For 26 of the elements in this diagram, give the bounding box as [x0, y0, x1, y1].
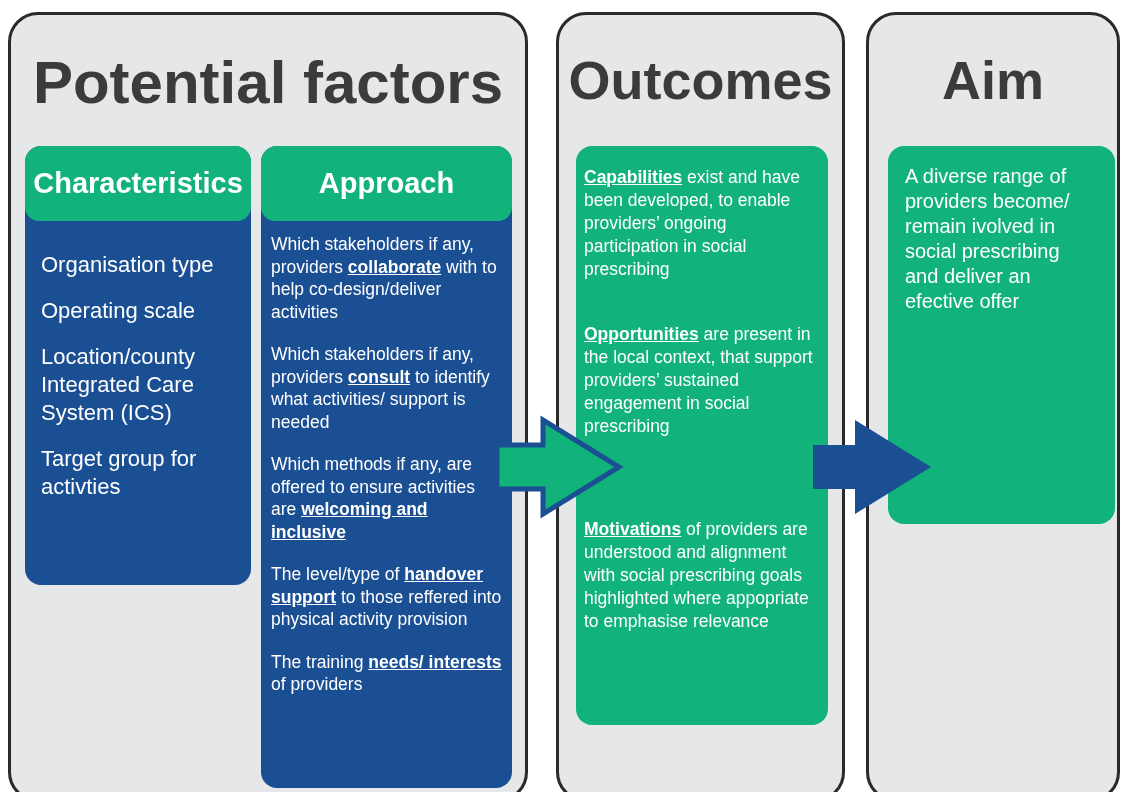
block-arrow [813, 420, 931, 514]
factor-text: Operating scale [41, 297, 197, 325]
factor-text: Which methods if any, are offered to ensure activities are welcoming and inclusive [271, 453, 476, 543]
card-header: Approach [261, 146, 512, 221]
outcome-text: A diverse range of providers become/ remain ivolved in social prescribing and deliver an efective offer [905, 164, 1071, 314]
factor-text: Which stakeholders if any, providers consult to identify what activities/ support is needed [271, 343, 491, 433]
factor-text: The training needs/ interests of providers [271, 650, 502, 696]
aim-box [888, 146, 1115, 524]
section-panel [556, 12, 845, 792]
card-header: Characteristics [25, 146, 251, 221]
section-panel [866, 12, 1120, 792]
factor-text: The level/type of handover support to those reffered into physical activity provision [271, 563, 502, 631]
factor-text: Which stakeholders if any, providers collaborate with to help co-design/deliver activities [271, 233, 498, 323]
outcome-text: Motivations of providers are understood and alignment with social prescribing goals highlighted where appopriate to emphasise relevance [584, 518, 810, 633]
panel-title: Aim [941, 53, 1045, 107]
factor-text: Target group for activties [41, 445, 198, 501]
factor-text: Location/county Integrated Care System (ICS) [41, 343, 197, 427]
outcome-text: Opportunities are present in the local context, that support providers’ sustained engagement in social prescribing [584, 323, 814, 438]
section-panel [8, 12, 528, 792]
panel-title: Outcomes [567, 53, 834, 107]
factor-card [25, 146, 251, 585]
panel-title: Potential factors [31, 53, 505, 113]
outcome-box [576, 146, 828, 725]
outcome-text: Capabilities exist and have been developed, to enable providers’ ongoing participation in social prescribing [584, 166, 801, 281]
factor-text: Organisation type [41, 251, 215, 279]
factor-card [261, 146, 512, 788]
